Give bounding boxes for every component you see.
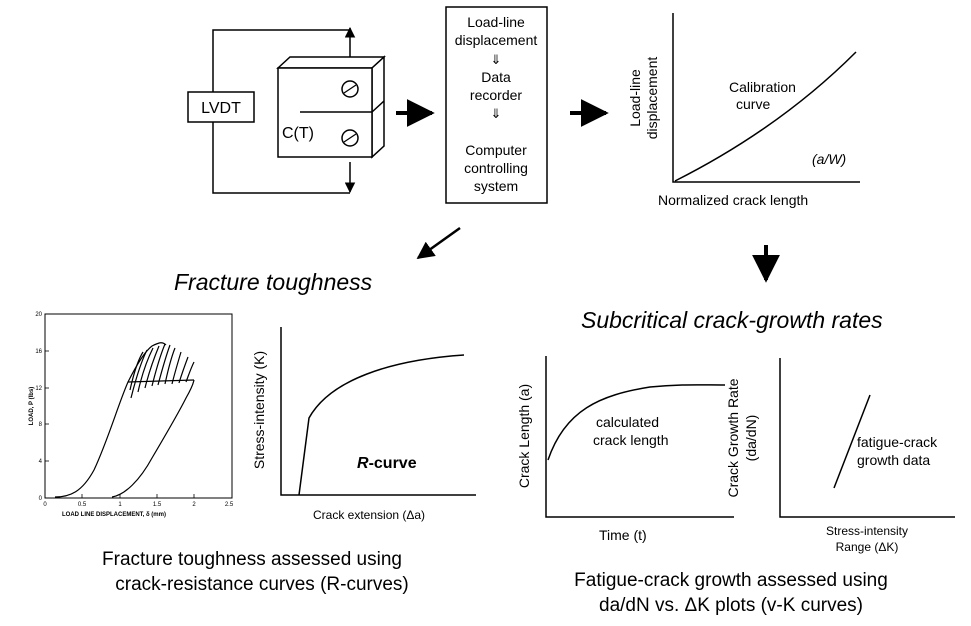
r-curve-label-r: R	[357, 455, 369, 472]
crack-length-label-1: calculated	[596, 414, 659, 430]
process-line-2: displacement	[455, 32, 538, 48]
growth-rate-ylabel-1: Crack Growth Rate	[725, 378, 741, 497]
load-xtick-2: 1	[118, 502, 122, 508]
lvdt-label: LVDT	[201, 100, 241, 117]
process-line-8: controlling	[464, 160, 528, 176]
calibration-curve-label-1: Calibration	[729, 79, 796, 95]
fracture-caption-2: crack-resistance curves (R-curves)	[115, 574, 409, 595]
process-line-5: recorder	[470, 87, 522, 103]
crack-length-ylabel: Crack Length (a)	[516, 384, 532, 488]
load-ytick-4: 16	[35, 349, 42, 355]
fracture-caption-1: Fracture toughness assessed using	[102, 549, 402, 570]
crack-length-plot: Crack Length (a) Time (t) calculated cra…	[516, 356, 734, 543]
load-ytick-5: 20	[35, 312, 42, 318]
calibration-plot: Load-line displacement Calibration curve…	[627, 13, 860, 208]
process-line-6: ⇓	[491, 106, 502, 121]
load-displacement-plot: 0 4 8 12 16 20 0 0.5 1 1.5 2 2.5 LOAD, P…	[29, 312, 234, 518]
fatigue-caption-2: da/dN vs. ΔK plots (v-K curves)	[599, 595, 863, 616]
process-line-7: Computer	[465, 142, 527, 158]
ct-specimen: C(T)	[276, 55, 386, 159]
load-plot-frame	[44, 313, 233, 499]
r-curve-plot: Stress-intensity (K) Crack extension (Δa…	[251, 327, 476, 522]
load-ytick-1: 4	[39, 459, 43, 465]
lvdt-box	[187, 91, 255, 123]
r-curve-label: R-curve	[357, 455, 417, 472]
calibration-ylabel-1: Load-line	[627, 69, 643, 127]
calibration-curve-label-2: curve	[736, 96, 770, 112]
calibration-xlabel: Normalized crack length	[658, 192, 808, 208]
r-curve-ylabel: Stress-intensity (K)	[251, 351, 267, 469]
process-line-4: Data	[481, 69, 511, 85]
calibration-x-symbol: (a/W)	[812, 151, 846, 167]
calibration-ylabel-2: displacement	[644, 57, 660, 140]
crack-length-xlabel: Time (t)	[599, 527, 647, 543]
load-xtick-5: 2.5	[225, 502, 234, 508]
specimen-label: C(T)	[282, 125, 314, 142]
crack-length-curve	[547, 384, 726, 461]
fatigue-caption-1: Fatigue-crack growth assessed using	[574, 570, 888, 591]
load-y-ticks: 0 4 8 12 16 20	[35, 312, 49, 502]
growth-rate-data-label-2: growth data	[857, 452, 930, 468]
load-xtick-4: 2	[192, 502, 196, 508]
r-curve-line	[298, 354, 465, 496]
captions: Fracture toughness assessed using crack-…	[102, 549, 888, 616]
fracture-toughness-title: Fracture toughness	[174, 269, 373, 295]
growth-rate-ylabel-2: (da/dN)	[743, 415, 759, 462]
growth-rate-line	[833, 394, 871, 489]
growth-rate-axes	[779, 358, 955, 518]
load-xtick-1: 0.5	[78, 502, 87, 508]
load-curves	[54, 342, 195, 498]
load-xtick-0: 0	[43, 502, 47, 508]
crack-length-label-2: crack length	[593, 432, 668, 448]
process-line-3: ⇓	[491, 52, 502, 67]
crack-length-axes	[545, 356, 734, 518]
calibration-curve	[674, 51, 857, 182]
arrow-to-fracture	[416, 226, 461, 260]
r-curve-axes	[280, 327, 476, 496]
growth-rate-data-label-1: fatigue-crack	[857, 434, 938, 450]
growth-rate-xlabel-2: Range (ΔK)	[836, 540, 899, 554]
load-ytick-2: 8	[39, 422, 43, 428]
growth-rate-plot: Crack Growth Rate (da/dN) fatigue-crack …	[725, 358, 955, 554]
process-line-1: Load-line	[467, 14, 525, 30]
load-ytick-0: 0	[39, 496, 43, 502]
load-xtick-3: 1.5	[153, 502, 162, 508]
load-x-ticks: 0 0.5 1 1.5 2 2.5	[43, 494, 234, 508]
load-ylabel: LOAD, P (lbs)	[29, 387, 35, 426]
r-curve-label-rest: -curve	[369, 455, 417, 472]
process-line-9: system	[474, 178, 518, 194]
growth-rate-xlabel-1: Stress-intensity	[826, 524, 908, 538]
lower-pin-icon	[341, 129, 359, 147]
subcritical-title: Subcritical crack-growth rates	[581, 307, 883, 333]
process-box: Load-line displacement ⇓ Data recorder ⇓…	[445, 6, 548, 204]
calibration-axes	[672, 13, 860, 183]
r-curve-xlabel: Crack extension (Δa)	[313, 508, 425, 522]
load-xlabel: LOAD LINE DISPLACEMENT, δ (mm)	[62, 512, 166, 518]
upper-pin-icon	[341, 80, 359, 98]
load-ytick-3: 12	[35, 386, 42, 392]
test-setup: LVDT C(T)	[187, 26, 386, 194]
